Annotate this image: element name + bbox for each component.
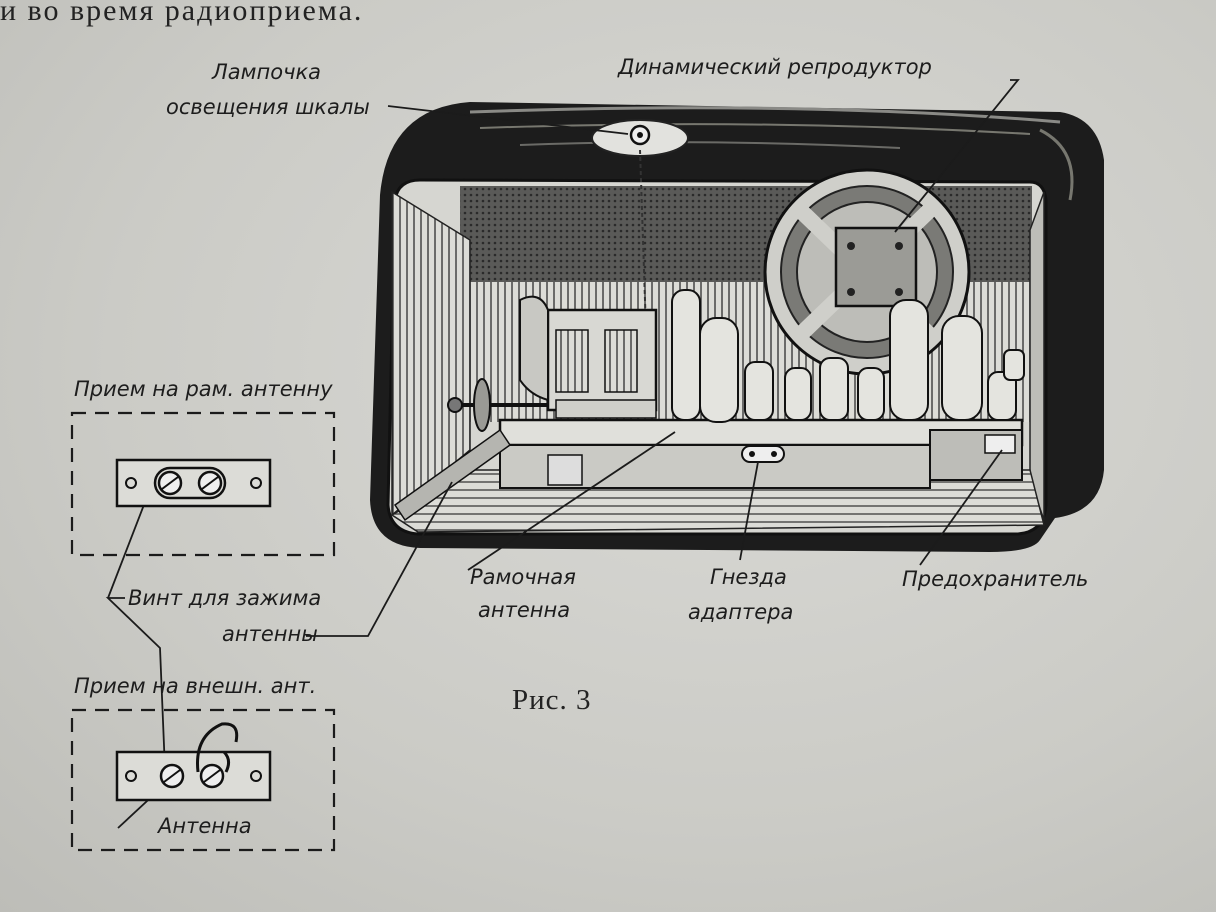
tuning-knob (447, 378, 548, 432)
left-side-wall (391, 190, 471, 517)
label-antenna: Антенна (158, 814, 252, 838)
right-side-wall (1029, 191, 1045, 521)
label-loop-antenna-line2: антенна (478, 598, 571, 622)
label-fuse: Предохранитель (902, 567, 1089, 591)
label-loop-antenna-line1: Рамочная (470, 565, 576, 589)
tuning-capacitor (519, 295, 658, 419)
label-dial-lamp-line2: освещения шкалы (166, 95, 370, 119)
loudspeaker (763, 168, 971, 376)
chassis (498, 418, 1024, 489)
label-dial-lamp-line1: Лампочка (212, 60, 322, 84)
loop-antenna-inset (70, 411, 336, 557)
label-ext-reception: Прием на внешн. ант. (74, 674, 317, 698)
label-adapter-line2: адаптера (688, 600, 794, 624)
dial-lamp (591, 119, 689, 331)
label-screw-line2: антенны (222, 622, 318, 646)
external-antenna-inset (70, 708, 336, 852)
figure-caption: Рис. 3 (512, 684, 592, 716)
label-speaker: Динамический репродуктор (618, 55, 932, 79)
loop-antenna-bar (393, 428, 512, 522)
label-screw-line1: Винт для зажима (128, 586, 322, 610)
label-loop-reception: Прием на рам. антенну (74, 377, 333, 401)
page-text-fragment: и во время радиоприема. (0, 0, 364, 27)
vacuum-tubes (671, 289, 1025, 423)
leader-lines (105, 79, 1020, 829)
label-adapter-line1: Гнезда (710, 565, 787, 589)
